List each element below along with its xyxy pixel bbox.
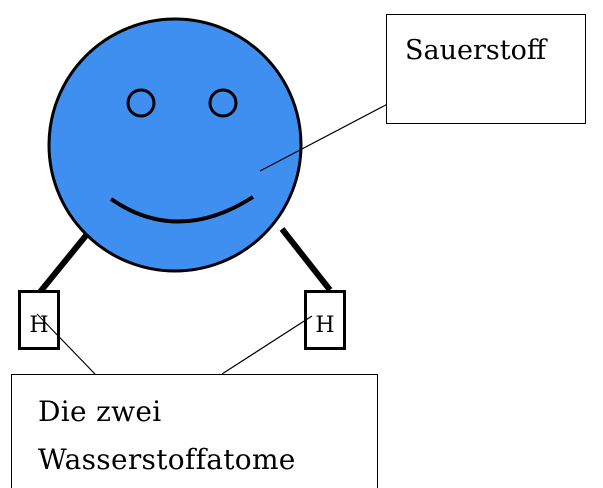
caption-line-2: Wasserstoffatome bbox=[38, 443, 296, 476]
hydrogen-caption-box: Die zwei Wasserstoffatome bbox=[11, 374, 378, 488]
oxygen-label-box: Sauerstoff bbox=[386, 14, 586, 124]
bond-left bbox=[37, 231, 91, 294]
right-eye bbox=[208, 88, 238, 118]
oxygen-pointer-line bbox=[259, 96, 402, 172]
hydrogen-left-symbol: H bbox=[29, 313, 49, 338]
caption-line-1: Die zwei bbox=[38, 395, 162, 428]
oxygen-atom-face bbox=[47, 17, 303, 273]
bond-right bbox=[279, 227, 333, 292]
hydrogen-right-symbol: H bbox=[315, 313, 335, 338]
oxygen-label: Sauerstoff bbox=[405, 35, 547, 66]
hydrogen-atom-right: H bbox=[304, 290, 346, 350]
left-eye bbox=[126, 88, 156, 118]
hydrogen-atom-left: H bbox=[18, 290, 60, 350]
smile bbox=[109, 195, 255, 224]
